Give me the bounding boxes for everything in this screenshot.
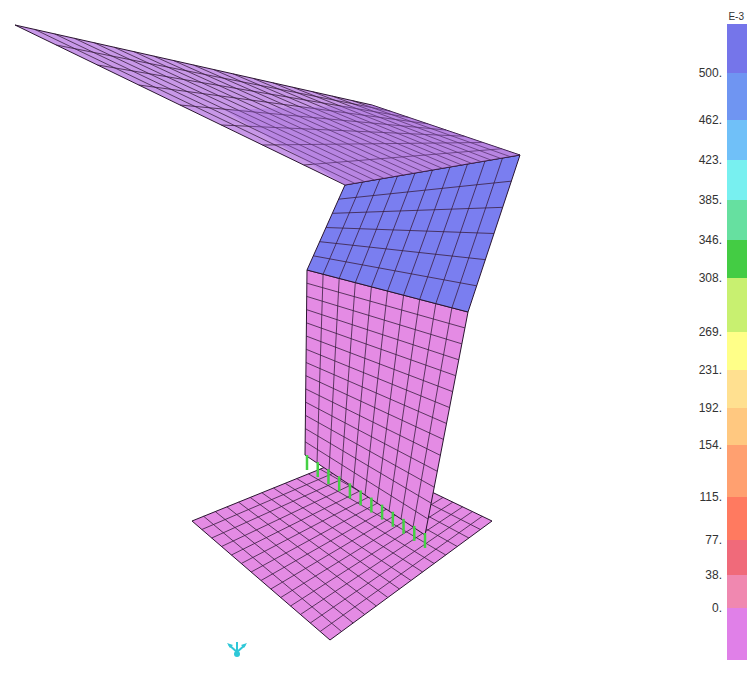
color-band <box>727 73 747 120</box>
color-band <box>727 370 747 408</box>
contour-value: 269. <box>699 325 722 339</box>
color-band <box>727 200 747 240</box>
base-slab <box>192 455 492 640</box>
color-band <box>727 408 747 445</box>
axis-triad <box>227 642 247 657</box>
fe-mesh <box>15 25 520 640</box>
wall-lower <box>305 270 468 535</box>
color-band <box>727 540 747 575</box>
color-band <box>727 160 747 200</box>
color-band <box>727 332 747 370</box>
contour-value: 385. <box>699 193 722 207</box>
color-band <box>727 497 747 540</box>
color-band <box>727 575 747 608</box>
scale-exponent: E-3 <box>728 10 744 24</box>
contour-value: 0. <box>712 601 722 615</box>
color-band <box>727 240 747 278</box>
support-restraints <box>307 455 425 548</box>
contour-value: 423. <box>699 153 722 167</box>
contour-value: 231. <box>699 363 722 377</box>
bar-top-band <box>727 24 747 73</box>
color-band <box>727 120 747 160</box>
color-band <box>727 608 747 660</box>
top-slab-shade <box>225 105 520 185</box>
contour-value: 500. <box>699 66 722 80</box>
contour-value: 308. <box>699 271 722 285</box>
top-slab <box>15 25 520 185</box>
contour-value: 192. <box>699 401 722 415</box>
color-band <box>727 445 747 497</box>
contour-value: 77. <box>705 533 722 547</box>
color-band <box>727 278 747 332</box>
contour-value: 346. <box>699 233 722 247</box>
contour-value: 38. <box>705 568 722 582</box>
contour-value: 462. <box>699 113 722 127</box>
contour-value: 115. <box>700 490 722 504</box>
contour-value: 154. <box>699 438 722 452</box>
